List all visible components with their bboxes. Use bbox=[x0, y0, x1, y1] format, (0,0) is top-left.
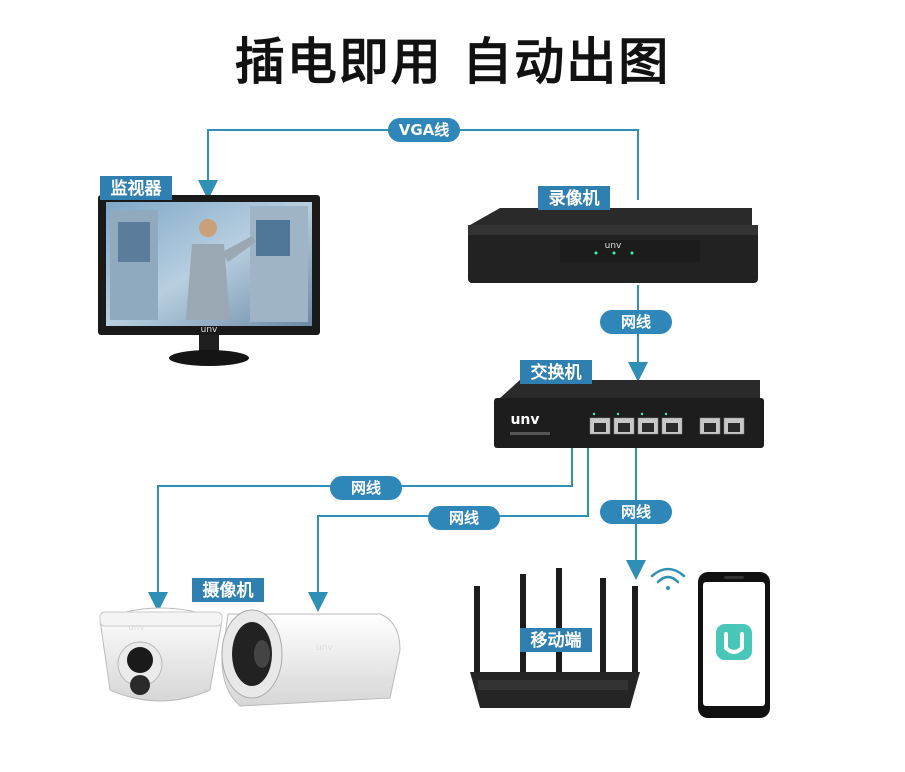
svg-text:unv: unv bbox=[510, 412, 539, 428]
svg-text:unv: unv bbox=[605, 241, 622, 251]
svg-text:unv: unv bbox=[128, 623, 145, 633]
svg-text:unv: unv bbox=[316, 643, 333, 653]
bullet-camera: unv bbox=[221, 609, 401, 707]
mobile-label: 移动端 bbox=[520, 628, 592, 652]
vga-link-label: VGA线 bbox=[388, 118, 460, 142]
svg-text:unv: unv bbox=[201, 325, 218, 335]
svg-text:录像机: 录像机 bbox=[549, 188, 600, 209]
net-link-label-dome: 网线 bbox=[330, 476, 402, 500]
page-title: 插电即用 自动出图 bbox=[234, 33, 671, 91]
nvr-label: 录像机 bbox=[538, 186, 610, 210]
svg-text:监视器: 监视器 bbox=[111, 178, 163, 199]
svg-text:网线: 网线 bbox=[621, 503, 651, 521]
nvr-device: unv bbox=[468, 208, 758, 283]
dome-camera: unv bbox=[99, 607, 223, 702]
svg-text:VGA线: VGA线 bbox=[399, 121, 450, 139]
net-link-label-bullet: 网线 bbox=[428, 506, 500, 530]
router-device bbox=[470, 568, 640, 708]
svg-text:网线: 网线 bbox=[449, 509, 479, 527]
monitor-label: 监视器 bbox=[100, 176, 172, 200]
monitor-device: unv bbox=[98, 195, 320, 366]
smartphone-device bbox=[698, 572, 770, 718]
svg-text:摄像机: 摄像机 bbox=[203, 580, 254, 601]
svg-text:网线: 网线 bbox=[351, 479, 381, 497]
net-link-label-router: 网线 bbox=[600, 500, 672, 524]
switch-label: 交换机 bbox=[520, 360, 592, 384]
camera-label: 摄像机 bbox=[192, 578, 264, 602]
wifi-icon bbox=[650, 567, 686, 590]
svg-text:交换机: 交换机 bbox=[531, 362, 582, 383]
svg-text:网线: 网线 bbox=[621, 313, 651, 331]
switch-device: unv bbox=[494, 380, 764, 448]
svg-text:移动端: 移动端 bbox=[531, 630, 582, 651]
net-link-label-nvr: 网线 bbox=[600, 310, 672, 334]
